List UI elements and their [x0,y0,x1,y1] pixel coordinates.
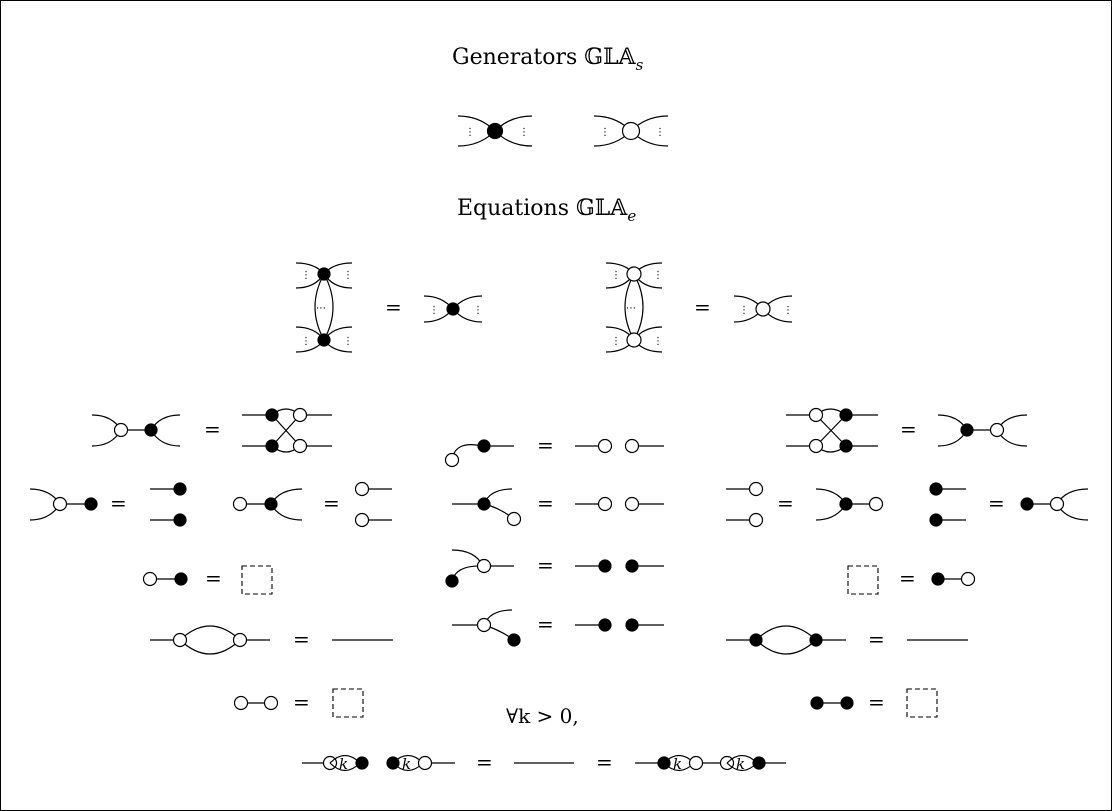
vertical-dots: ⋮ [301,270,311,281]
vertical-dots: ⋮ [600,127,610,138]
equals-sign: = [694,295,711,319]
equals-sign: = [868,627,885,651]
equals-sign: = [899,566,916,590]
black-node [317,267,331,281]
generators-title: Generators 𝔾𝕃𝔸s [452,45,644,74]
equals-sign: = [596,750,613,774]
copy-black-lhs [232,488,303,521]
white-loop-lhs [150,625,270,655]
black-spider-fusion-lhs: ⋮ ⋮ ⋮ ⋮ ⋯ [295,262,353,353]
equals-sign: = [537,612,554,636]
equals-sign: = [900,417,917,441]
horizontal-dots: ⋯ [316,303,326,314]
equals-sign: = [323,491,340,515]
cap-black-rhs [575,438,664,454]
equals-sign: = [110,491,127,515]
vertical-dots: ⋮ [343,336,353,347]
vertical-dots: ⋮ [739,305,749,316]
copy-right-lhs-2 [929,482,966,527]
vertical-dots: ⋮ [301,336,311,347]
black-spider-fusion-rhs: ⋮ ⋮ [423,295,483,323]
equals-sign: = [204,417,221,441]
empty-diagram-box [332,688,364,718]
horizontal-dots: ⋯ [626,303,636,314]
empty-diagram-box [847,565,879,595]
white-spider-fusion-rhs: ⋮ ⋮ [733,295,793,323]
equals-sign: = [777,491,794,515]
bialgebra-left-rhs [242,407,332,454]
vertical-dots: ⋮ [473,305,483,316]
white-node [626,266,642,282]
bialgebra-right-rhs [937,414,1028,447]
copy-white-rhs [150,482,187,527]
equals-sign: = [537,553,554,577]
equations-title: Equations 𝔾𝕃𝔸e [457,196,636,225]
black-node [486,122,504,140]
k-label: k [339,755,348,773]
cup-black-rhs [575,496,664,512]
vertical-dots: ⋮ [653,336,663,347]
equals-sign: = [988,491,1005,515]
white-spider-fusion-lhs: ⋮ ⋮ ⋮ ⋮ ⋯ [605,262,663,353]
vertical-dots: ⋮ [611,270,621,281]
k-label: k [673,755,682,773]
black-loop-lhs [726,625,846,655]
copy-right-lhs-1 [726,481,764,528]
equals-sign: = [293,627,310,651]
bialgebra-right-lhs [786,407,878,454]
cup-white-rhs [575,618,664,632]
vertical-dots: ⋮ [519,127,529,138]
equals-sign: = [293,690,310,714]
k-equation-rhs: k k [635,754,786,773]
scalar-white-black-lhs [142,571,188,587]
scalar-black-black-lhs [810,696,854,710]
white-spider-generator: ⋮ ⋮ [593,115,669,147]
empty-diagram-box [241,565,273,595]
cap-white-lhs [445,549,514,588]
cup-white-lhs [452,609,521,647]
black-node [446,302,460,316]
black-spider-generator: ⋮ ⋮ [457,115,533,147]
copy-white-lhs [29,488,98,521]
equals-sign: = [476,750,493,774]
equals-sign: = [868,690,885,714]
equals-sign: = [205,566,222,590]
vertical-dots: ⋮ [465,127,475,138]
scalar-white-white-lhs [233,695,279,711]
copy-black-rhs [354,481,392,528]
equals-sign: = [537,491,554,515]
copy-right-rhs-2 [1020,488,1089,521]
for-all-k-quantifier: ∀k > 0, [506,704,579,728]
equals-sign: = [385,295,402,319]
cap-black-lhs [444,439,514,468]
k-equation-lhs: k k [302,754,455,773]
vertical-dots: ⋮ [429,305,439,316]
k-label: k [402,755,411,773]
vertical-dots: ⋮ [611,336,621,347]
k-label: k [736,755,745,773]
empty-diagram-box [906,688,938,718]
vertical-dots: ⋮ [783,305,793,316]
scalar-black-white-rhs [931,571,976,587]
vertical-dots: ⋮ [343,270,353,281]
cap-white-rhs [575,559,664,573]
white-node [626,332,642,348]
vertical-dots: ⋮ [653,270,663,281]
cup-black-lhs [452,488,522,527]
bialgebra-left-lhs [91,414,181,447]
white-node [621,121,641,141]
equals-sign: = [537,433,554,457]
vertical-dots: ⋮ [655,127,665,138]
copy-right-rhs-1 [815,488,884,521]
black-node [317,333,331,347]
white-node [755,301,771,317]
